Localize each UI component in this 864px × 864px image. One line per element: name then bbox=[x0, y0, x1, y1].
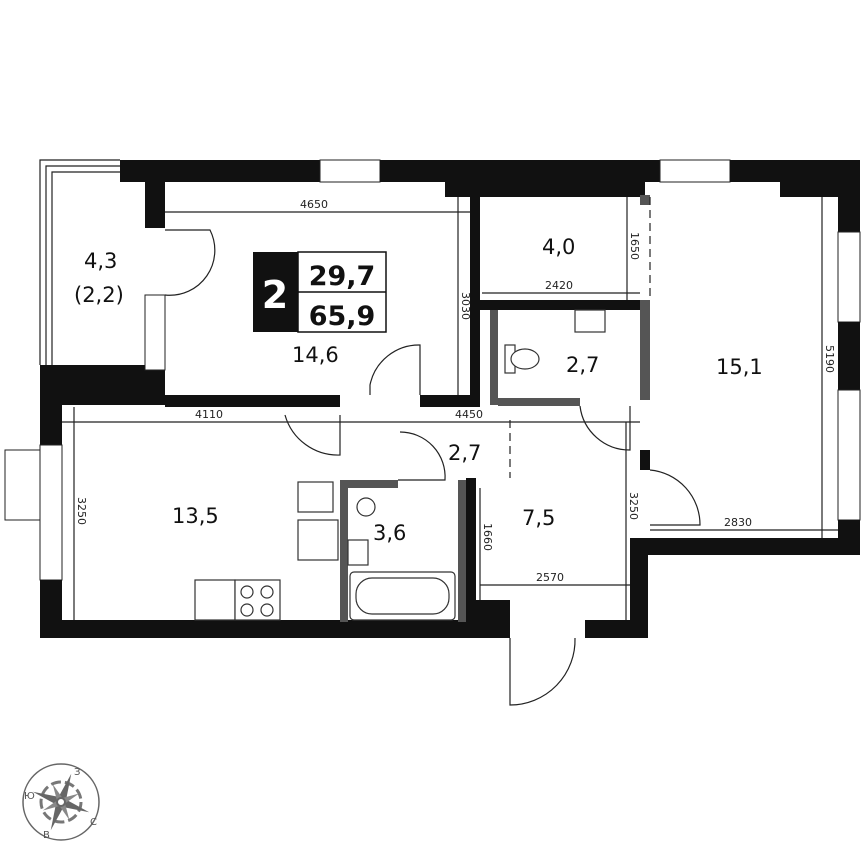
room-area-bedroom: 15,1 bbox=[716, 355, 763, 379]
dimension-labels: 4650 3030 1650 2420 5190 4110 4450 3250 … bbox=[75, 198, 836, 584]
doors bbox=[164, 197, 701, 706]
compass-icon: З Ю С В bbox=[22, 763, 100, 841]
room-area-toilet: 2,7 bbox=[566, 353, 599, 377]
room-area-living: 14,6 bbox=[292, 343, 339, 367]
room-areas: 4,3 (2,2) 14,6 4,0 2,7 15,1 13,5 2,7 3,6… bbox=[74, 235, 763, 545]
dim-label: 1650 bbox=[628, 232, 641, 260]
interior-walls bbox=[165, 195, 650, 622]
dim-label: 4650 bbox=[300, 198, 328, 211]
area-badge: 2 29,7 65,9 bbox=[253, 251, 387, 333]
room-count: 2 bbox=[262, 273, 288, 317]
dim-label: 2830 bbox=[724, 516, 752, 529]
fridge-icon bbox=[194, 579, 236, 621]
room-area-hall: 7,5 bbox=[522, 506, 555, 530]
dim-label: 4450 bbox=[455, 408, 483, 421]
dishwasher-icon bbox=[297, 481, 334, 513]
room-area-corridor: 2,7 bbox=[448, 441, 481, 465]
balcony-frame bbox=[39, 159, 120, 365]
dim-label: 5190 bbox=[823, 345, 836, 373]
room-area-balcony-secondary: (2,2) bbox=[74, 283, 124, 307]
compass-label: З bbox=[74, 767, 80, 778]
fixtures bbox=[194, 309, 606, 621]
stove-icon bbox=[234, 579, 281, 621]
compass-label: С bbox=[90, 817, 97, 828]
dim-label: 4110 bbox=[195, 408, 223, 421]
dim-label: 3030 bbox=[459, 292, 472, 320]
dimension-lines bbox=[62, 197, 838, 620]
dim-label: 3250 bbox=[75, 497, 88, 525]
total-area: 65,9 bbox=[309, 301, 376, 332]
washing-machine-icon bbox=[356, 497, 376, 517]
compass-label: В bbox=[43, 830, 50, 841]
room-area-kitchen: 13,5 bbox=[172, 504, 219, 528]
compass-label: Ю bbox=[24, 791, 35, 802]
kitchen-sink-icon bbox=[297, 519, 339, 561]
dim-label: 2420 bbox=[545, 279, 573, 292]
dim-label: 1660 bbox=[481, 523, 494, 551]
sink-icon bbox=[574, 309, 606, 333]
room-area-storage: 4,0 bbox=[542, 235, 575, 259]
room-area-bathroom: 3,6 bbox=[373, 521, 406, 545]
living-area: 29,7 bbox=[309, 261, 376, 292]
exterior-walls bbox=[4, 159, 861, 638]
room-area-balcony: 4,3 bbox=[84, 249, 117, 273]
dim-label: 2570 bbox=[536, 571, 564, 584]
dim-label: 3250 bbox=[627, 492, 640, 520]
